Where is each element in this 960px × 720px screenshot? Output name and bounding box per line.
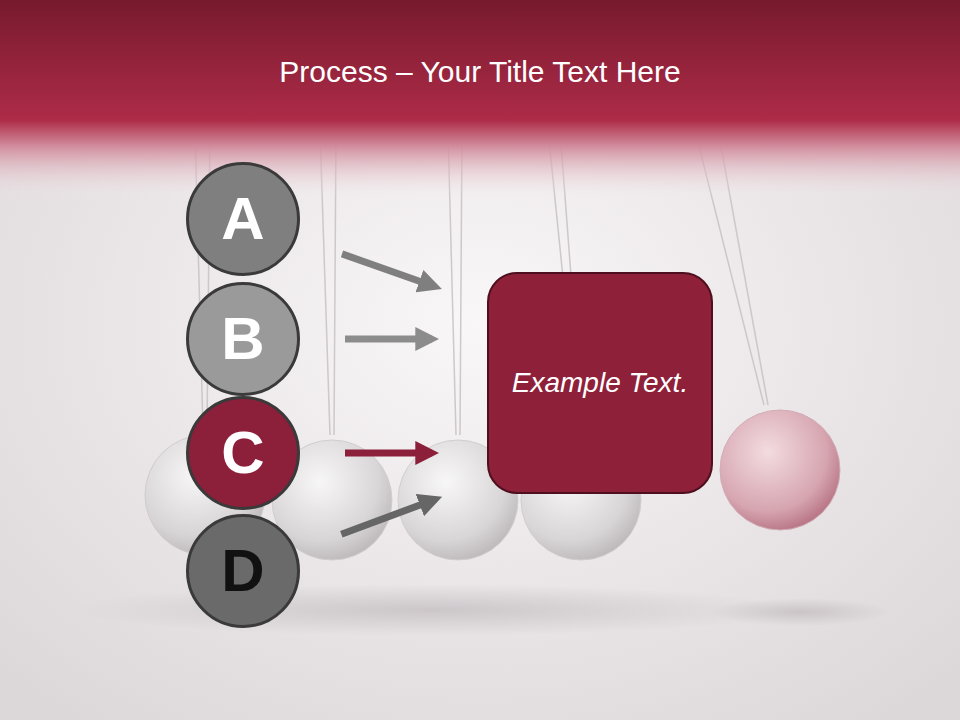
node-letter: A: [221, 187, 264, 251]
flow-arrow: [345, 450, 432, 457]
letter-circle: C: [186, 396, 300, 510]
red-ball: [720, 410, 840, 530]
flow-arrow: [341, 499, 435, 534]
slide-title: Process – Your Title Text Here: [0, 52, 960, 92]
title-band: [0, 0, 960, 200]
circle-shape: [188, 164, 299, 275]
flow-arrow: [345, 336, 432, 343]
circle-shape: [188, 398, 299, 509]
floor-shadow: [70, 584, 790, 636]
node-letter: B: [221, 307, 264, 371]
box-text: Example Text.: [512, 363, 688, 403]
process-box: Example Text.: [487, 272, 713, 494]
node-letter: C: [221, 421, 264, 485]
floor-shadow: [710, 598, 890, 626]
title-area: Process – Your Title Text Here: [0, 52, 960, 92]
letter-circle: B: [186, 282, 300, 396]
circle-shape: [188, 516, 299, 627]
circle-shape: [188, 284, 299, 395]
letter-circle: A: [186, 162, 300, 276]
flow-arrow: [342, 254, 435, 287]
node-letter: D: [221, 539, 264, 603]
letter-circle: D: [186, 514, 300, 628]
